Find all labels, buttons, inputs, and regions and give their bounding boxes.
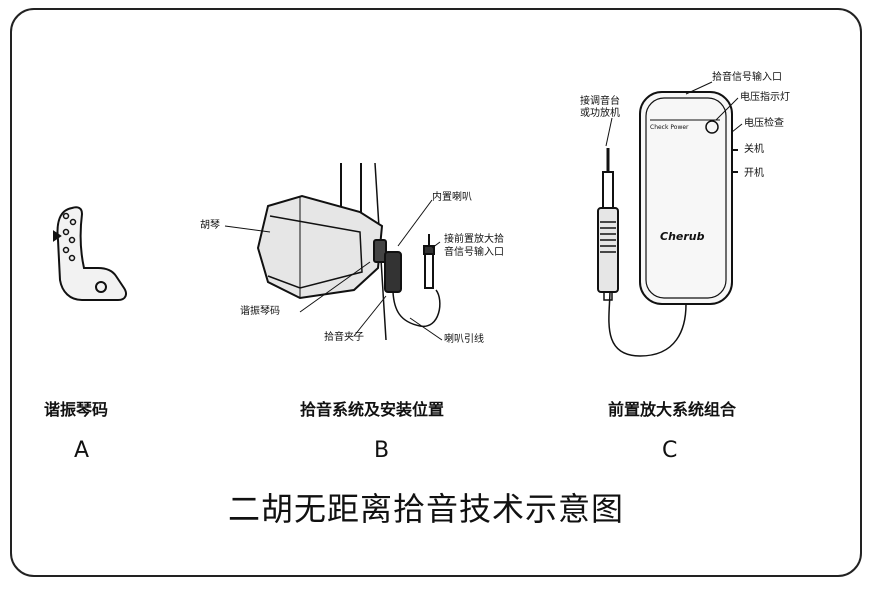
label-mixer-line1: 接调音台	[580, 96, 620, 107]
label-built-in-speaker: 内置喇叭	[432, 192, 472, 203]
panel-c-leader-lines	[605, 81, 743, 147]
panel-c-caption: 前置放大系统组合	[608, 400, 737, 419]
resonant-bridge-illustration	[53, 206, 127, 301]
label-on: 开机	[744, 168, 764, 179]
label-erhu: 胡琴	[200, 220, 220, 231]
diagram-title: 二胡无距离拾音技术示意图	[228, 490, 625, 528]
label-pickup-clip: 拾音夹子	[324, 332, 364, 343]
preamp-device-illustration	[597, 91, 738, 357]
panel-a-letter: A	[74, 438, 90, 463]
diagram-frame	[10, 8, 862, 577]
label-voltage-indicator: 电压指示灯	[740, 92, 790, 103]
label-mixer-line2: 或功放机	[580, 108, 620, 119]
label-pickup-signal-input: 拾音信号输入口	[712, 72, 782, 83]
label-resonant-bridge: 谐振琴码	[240, 306, 280, 317]
panel-b-caption: 拾音系统及安装位置	[300, 400, 445, 419]
panel-b-letter: B	[374, 438, 390, 463]
panel-b-leader-lines	[224, 199, 443, 341]
panel-a-caption: 谐振琴码	[44, 400, 109, 419]
panel-c-letter: C	[662, 438, 678, 463]
label-preamp-input-line2: 音信号输入口	[444, 247, 504, 258]
label-speaker-lead: 喇叭引线	[444, 334, 484, 345]
label-preamp-input-line1: 接前置放大拾	[444, 234, 504, 245]
device-check-power-text: Check Power	[650, 124, 689, 131]
label-voltage-check: 电压检查	[744, 118, 784, 129]
device-brand-logo: Cherub	[660, 230, 705, 243]
label-off: 关机	[744, 144, 764, 155]
erhu-illustration	[256, 162, 441, 341]
